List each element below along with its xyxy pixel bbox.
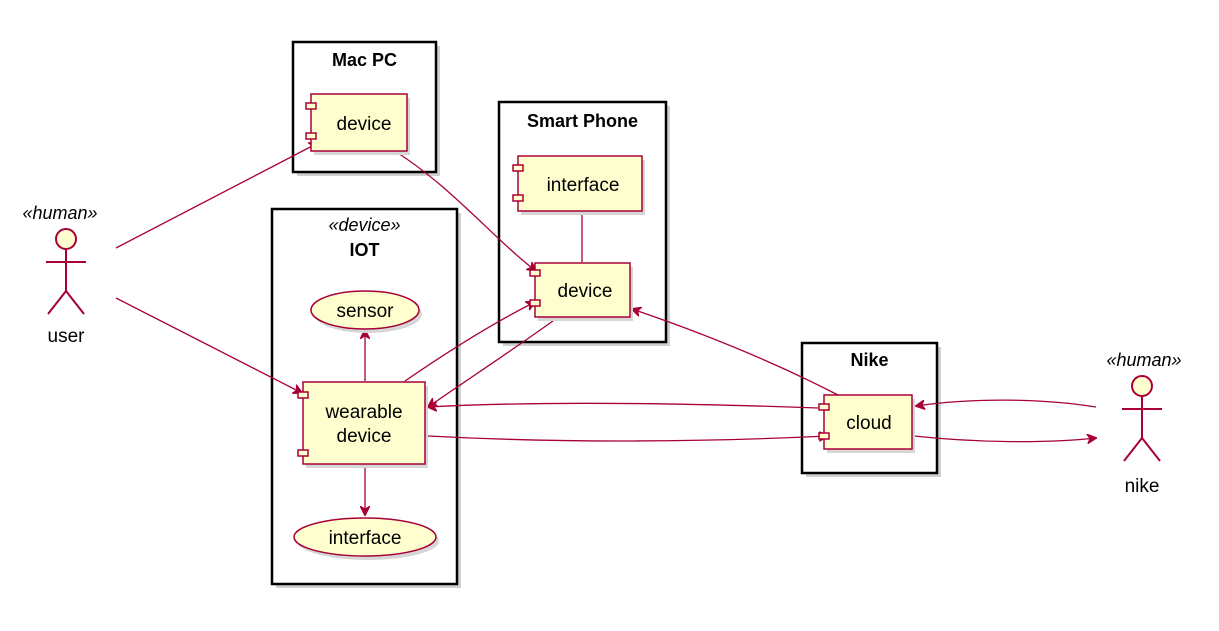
component-macpc-device-label: device (337, 114, 392, 135)
edge-user-to-wearable-device (115, 297, 302, 393)
usecase-interface: interface (293, 517, 439, 560)
component-port-icon (529, 269, 541, 277)
edge-phone-device-to-wearable (428, 317, 558, 407)
actor-user-stereotype: «human» (22, 203, 97, 223)
component-phone-device-label: device (558, 281, 613, 302)
component-port-icon (818, 403, 830, 411)
edge-wearable-to-cloud (427, 436, 828, 442)
component-wearable-device-label-line2: device (337, 426, 392, 447)
component-cloud-label: cloud (846, 413, 891, 434)
frame-smart-phone-title: Smart Phone (527, 111, 638, 131)
usecase-sensor: sensor (310, 290, 422, 333)
component-macpc-device: device (305, 93, 410, 155)
component-wearable-device: wearable device (297, 381, 428, 468)
edge-cloud-to-nike (913, 436, 1096, 442)
actor-user: «human» user (22, 203, 97, 347)
edge-user-to-macpc-device (115, 143, 318, 249)
component-port-icon (297, 391, 309, 399)
component-port-icon (305, 132, 317, 140)
actor-nike-stereotype: «human» (1106, 350, 1181, 370)
component-phone-interface-label: interface (547, 175, 620, 196)
edge-nike-to-cloud (916, 399, 1097, 407)
edges (115, 143, 1097, 515)
component-port-icon (512, 194, 524, 202)
component-port-icon (305, 102, 317, 110)
edge-cloud-to-phone-device (632, 309, 839, 396)
component-phone-interface: interface (512, 155, 645, 215)
component-port-icon (297, 449, 309, 457)
edge-wearable-to-phone-device (404, 302, 535, 382)
frame-iot-title: IOT (350, 240, 380, 260)
component-port-icon (529, 299, 541, 307)
actor-user-name: user (48, 326, 86, 347)
component-port-icon (512, 164, 524, 172)
component-cloud: cloud (818, 394, 915, 453)
usecase-interface-label: interface (329, 528, 402, 549)
edge-cloud-to-wearable (428, 403, 819, 408)
stick-figure-icon (46, 228, 86, 315)
edge-macpc-device-to-phone-device (392, 149, 536, 271)
component-phone-device: device (529, 262, 633, 321)
frame-nike-title: Nike (850, 350, 888, 370)
stick-figure-icon (1122, 375, 1162, 462)
frame-iot-stereotype: «device» (328, 215, 400, 235)
component-wearable-device-label-line1: wearable (324, 402, 402, 423)
usecase-sensor-label: sensor (336, 301, 394, 322)
actor-nike: «human» nike (1106, 350, 1181, 497)
actor-nike-name: nike (1125, 476, 1160, 497)
component-port-icon (818, 432, 830, 440)
frame-mac-pc-title: Mac PC (332, 50, 397, 70)
